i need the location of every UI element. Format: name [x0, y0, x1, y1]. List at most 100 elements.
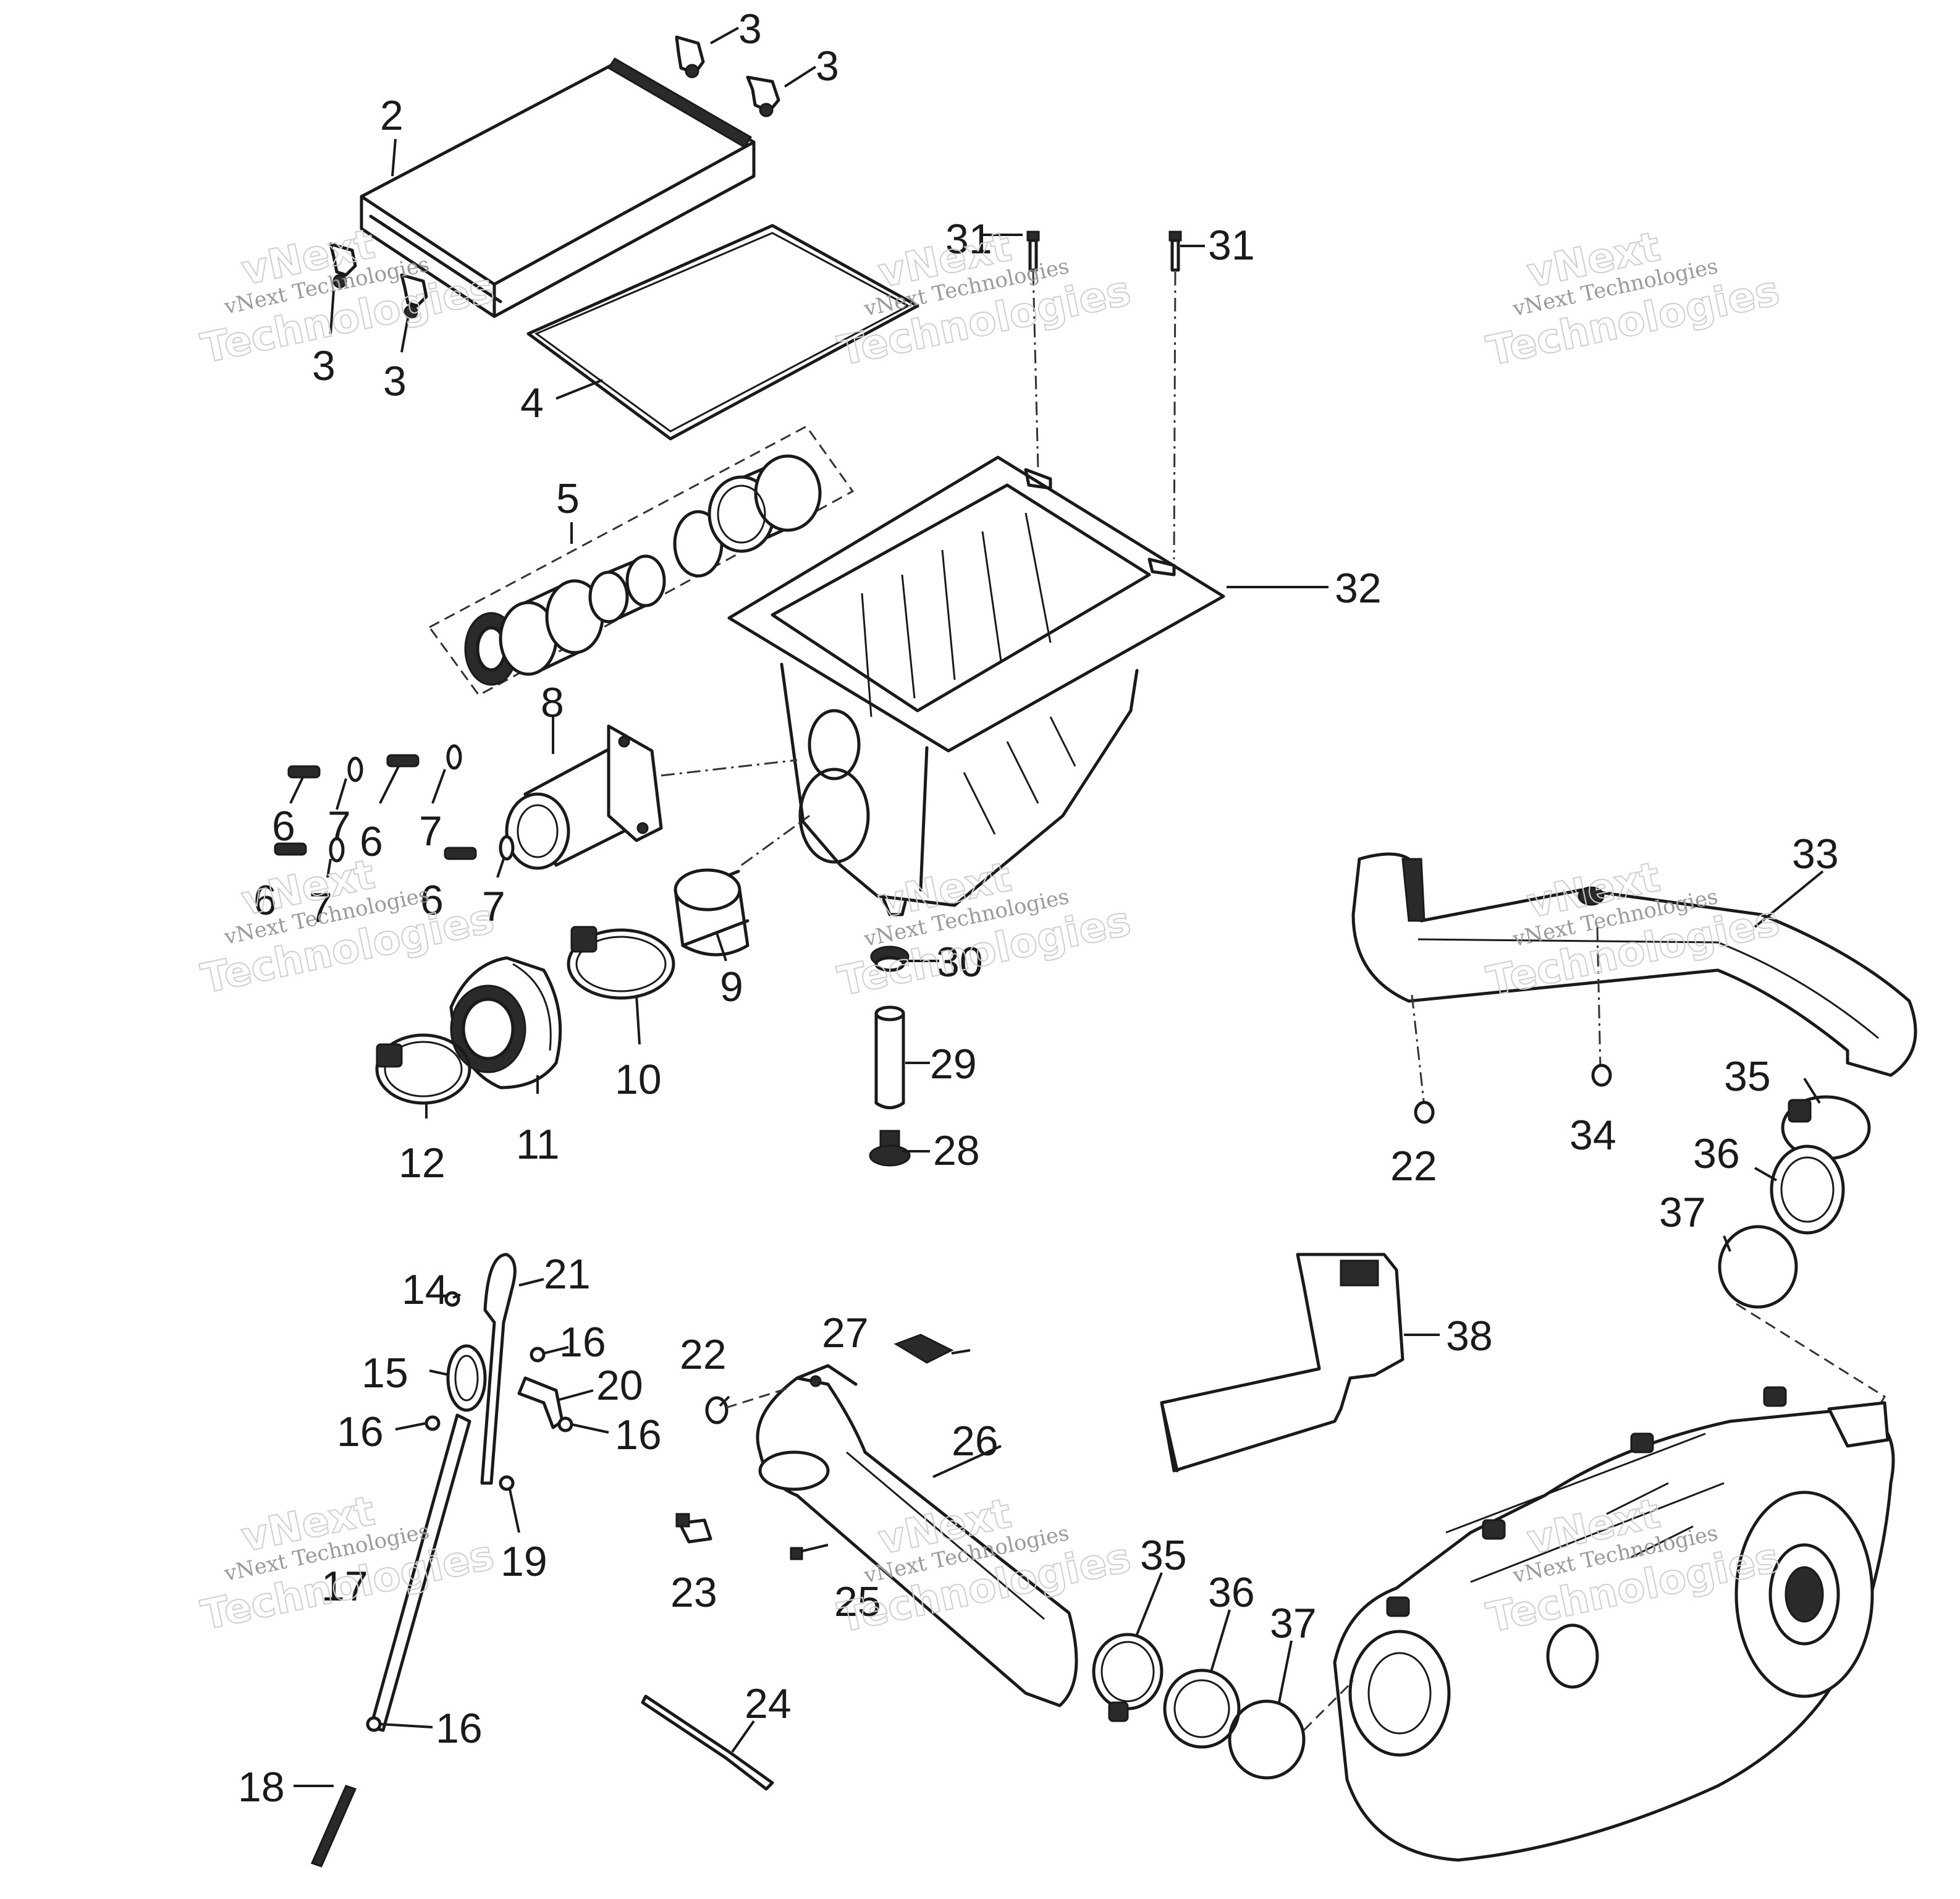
- callout-32: 32: [1335, 565, 1382, 612]
- callout-15: 15: [361, 1350, 408, 1397]
- callout-27: 27: [822, 1309, 869, 1356]
- part-16-hose-clip-d[interactable]: [366, 1716, 382, 1732]
- part-31-bolt-left[interactable]: [1026, 231, 1040, 272]
- part-6-screw-a[interactable]: [287, 765, 321, 804]
- part-16-hose-clip-a[interactable]: [530, 1347, 546, 1363]
- part-3-fitting-left-a[interactable]: [329, 242, 357, 289]
- part-23-bolt[interactable]: [675, 1513, 712, 1544]
- callout-7: 7: [419, 808, 442, 855]
- part-26-intake-tube[interactable]: [756, 1364, 1078, 1707]
- callout-3: 3: [816, 43, 839, 90]
- bolt-right-axis: [1173, 271, 1176, 560]
- part-9-sleeve[interactable]: [674, 868, 750, 957]
- part-22-nut-right[interactable]: [1414, 1101, 1435, 1124]
- callout-30: 30: [936, 939, 983, 986]
- part-3-fitting-top-left[interactable]: [675, 35, 705, 78]
- callout-37: 37: [1270, 1600, 1317, 1647]
- callout-36: 36: [1693, 1130, 1740, 1177]
- part-20-breather-connector[interactable]: [517, 1376, 564, 1429]
- part-6-screw-b[interactable]: [379, 754, 420, 804]
- callout-11: 11: [516, 1121, 560, 1168]
- callout-6: 6: [360, 818, 383, 865]
- part-7-washer-c[interactable]: [329, 837, 345, 863]
- part-34-nut[interactable]: [1591, 1064, 1612, 1087]
- watermark-top-right: vNext vNext Technologies Technologies: [1482, 222, 1785, 376]
- callout-25: 25: [834, 1578, 881, 1625]
- part-16-hose-clip-c[interactable]: [557, 1416, 573, 1432]
- part-5-filter-kit[interactable]: [428, 425, 855, 696]
- part-37-ring-lower[interactable]: [1228, 1680, 1354, 1780]
- callout-7: 7: [327, 803, 351, 850]
- callout-29: 29: [930, 1041, 977, 1088]
- callout-3: 3: [312, 342, 336, 389]
- leader-lines: [294, 27, 1824, 1787]
- callout-36: 36: [1208, 1569, 1255, 1616]
- part-25-screw[interactable]: [790, 1544, 829, 1560]
- callout-16: 16: [337, 1408, 384, 1455]
- callout-34: 34: [1569, 1112, 1616, 1159]
- part-3-fitting-left-b[interactable]: [400, 273, 428, 319]
- callout-16: 16: [615, 1411, 662, 1458]
- callout-18: 18: [238, 1764, 285, 1811]
- sleeve-axis: [741, 814, 810, 866]
- part-19-hose-clip[interactable]: [499, 1475, 515, 1491]
- part-30-drain-cap[interactable]: [870, 945, 910, 972]
- part-4-lid-gasket[interactable]: [526, 224, 919, 441]
- callout-14: 14: [402, 1266, 449, 1313]
- part-36-sleeve-upper[interactable]: [1770, 1144, 1845, 1235]
- part-18-breather-filter[interactable]: [310, 1785, 357, 1867]
- part-7-washer-a[interactable]: [347, 756, 363, 782]
- part-2-airbox-lid[interactable]: [360, 57, 756, 318]
- duct-axis-right: [1596, 926, 1602, 1070]
- callout-24: 24: [745, 1680, 792, 1727]
- part-16-hose-clip-b[interactable]: [425, 1415, 441, 1431]
- part-12-clamp[interactable]: [375, 1033, 471, 1105]
- part-11-intake-boot[interactable]: [449, 956, 562, 1089]
- part-8-intake-adapter[interactable]: [505, 724, 663, 870]
- callout-16: 16: [559, 1319, 606, 1366]
- callout-16: 16: [436, 1705, 483, 1752]
- callout-7: 7: [309, 884, 332, 931]
- adapter-axis: [661, 759, 798, 777]
- callout-35: 35: [1724, 1053, 1771, 1100]
- duct-axis-left: [1411, 994, 1426, 1107]
- callout-38: 38: [1446, 1313, 1493, 1360]
- callout-19: 19: [501, 1538, 547, 1585]
- callout-21: 21: [544, 1251, 591, 1298]
- part-17-breather-tube[interactable]: [369, 1413, 471, 1732]
- filter-seal-ring: [464, 612, 518, 686]
- callout-3: 3: [383, 358, 407, 405]
- part-7-washer-d[interactable]: [499, 835, 515, 861]
- part-10-clamp[interactable]: [567, 926, 675, 1000]
- filter-inner-element: [588, 554, 666, 624]
- part-38-belt-cover-duct[interactable]: [1160, 1253, 1405, 1473]
- part-27-foam-pad[interactable]: [893, 1334, 954, 1364]
- part-32-airbox-body[interactable]: [727, 455, 1225, 916]
- part-35-clamp-lower[interactable]: [1092, 1633, 1164, 1722]
- part-37-ring-upper[interactable]: [1718, 1225, 1798, 1309]
- callout-31: 31: [945, 216, 992, 263]
- callout-6: 6: [420, 877, 444, 924]
- cvt-cover-assembly[interactable]: [1333, 1386, 1895, 1862]
- part-15-breather-tank[interactable]: [446, 1344, 487, 1412]
- callout-22: 22: [680, 1331, 727, 1378]
- part-6-screw-d[interactable]: [444, 847, 477, 860]
- part-31-bolt-right[interactable]: [1168, 231, 1182, 272]
- part-7-washer-b[interactable]: [446, 744, 462, 770]
- callout-4: 4: [520, 379, 544, 426]
- part-28-drain-plug[interactable]: [869, 1130, 911, 1167]
- callout-10: 10: [615, 1056, 662, 1103]
- callout-35: 35: [1140, 1532, 1187, 1579]
- part-21-breather-hose[interactable]: [480, 1253, 517, 1485]
- part-36-sleeve-lower[interactable]: [1163, 1668, 1241, 1749]
- callout-37: 37: [1659, 1189, 1706, 1236]
- part-33-intake-duct[interactable]: [1351, 852, 1917, 1077]
- callout-6: 6: [272, 803, 295, 850]
- callout-5: 5: [556, 475, 580, 522]
- part-29-drain-tube[interactable]: [874, 1005, 905, 1109]
- callout-20: 20: [596, 1362, 643, 1409]
- part-3-fitting-top-right[interactable]: [746, 75, 780, 117]
- part-24-strap[interactable]: [641, 1694, 774, 1791]
- part-6-screw-c[interactable]: [274, 842, 307, 856]
